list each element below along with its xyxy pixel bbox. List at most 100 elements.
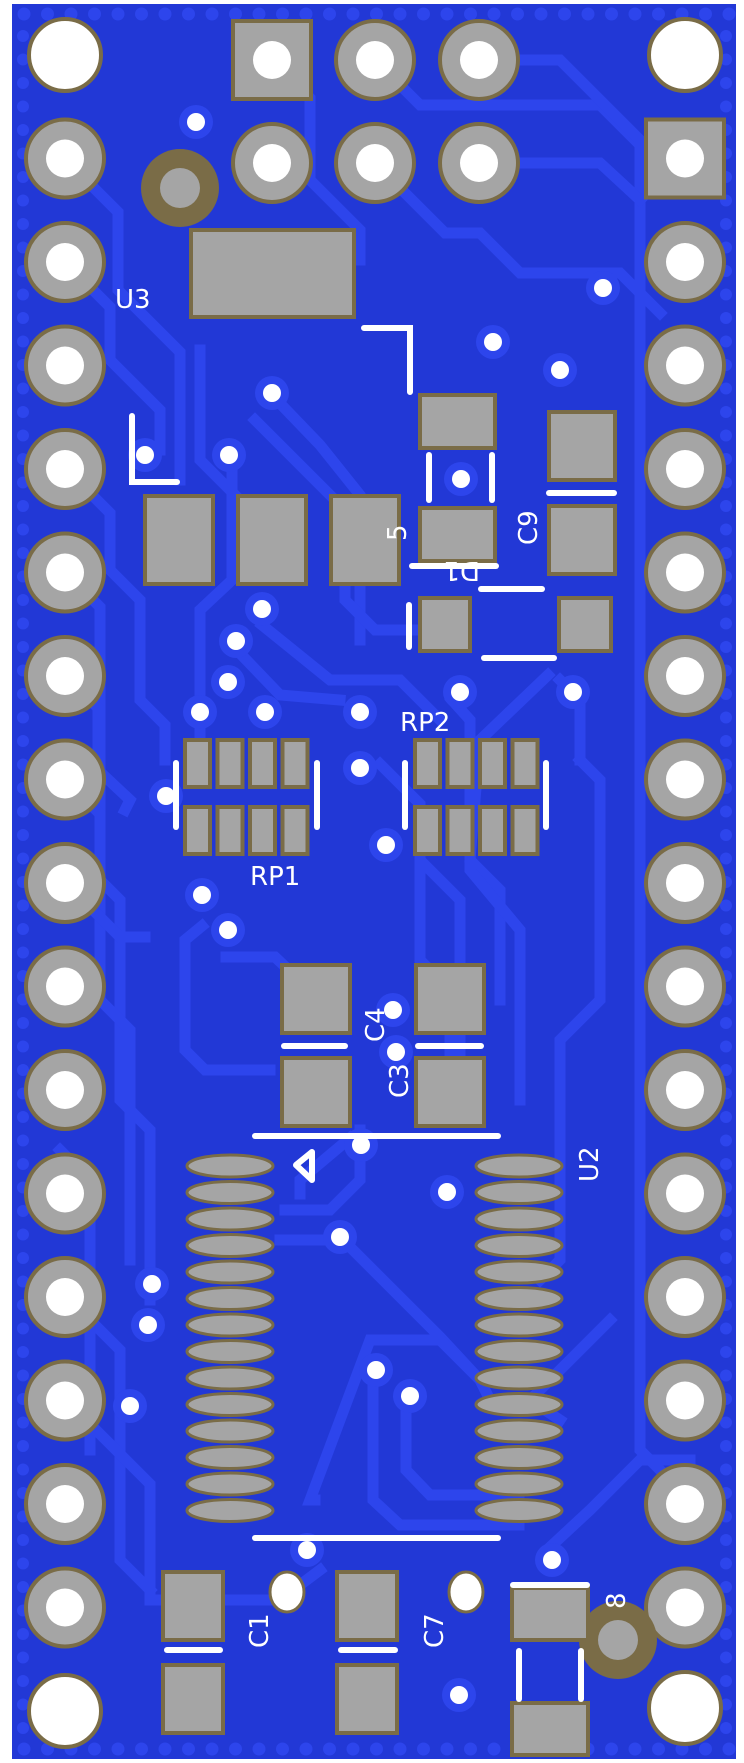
left-header-pin-drill [46,139,84,178]
u2-pad-right [474,1339,564,1364]
silkscreen-line [361,325,413,395]
trace [57,460,171,766]
silkscreen-labels: U3 D1 C9 5 RP2 RP1 C4 C3 U2 C1 C7 8 [115,285,632,1648]
u2-pad-right [474,1498,564,1523]
trace [179,918,276,1076]
left-header-pin-drill [46,657,84,695]
stitch-dot [135,7,148,21]
stitch-dot [323,7,336,21]
stitch-dot [720,594,732,606]
stitch-dot [720,429,732,442]
label-c9: C9 [514,510,544,545]
trace [400,1390,525,1501]
stitch-dot [628,1742,642,1756]
u2-pad-right [474,1445,564,1470]
stitch-dot [393,7,407,21]
stitch-dot [17,1228,29,1241]
via-drill [331,1228,349,1246]
rp1-pad [183,805,212,856]
stitch-dot [17,500,29,512]
stitch-dot [17,406,29,418]
stitch-dot [720,899,732,912]
stitch-dot [17,899,29,912]
trace [194,443,238,766]
stitch-dot [17,1742,31,1756]
silkscreen-layer [129,325,617,1702]
trace [532,752,606,1288]
stitch-dot [720,1369,732,1382]
c5-pad-2 [557,596,613,653]
stitch-dot [652,7,665,21]
stitch-dot [699,1742,712,1756]
stitch-dot [720,382,732,395]
left-header-pin-drill [46,346,84,385]
right-header-pin-drill [666,346,704,385]
stitch-dot [17,1698,29,1711]
c9-pad-2 [547,504,617,576]
stitch-dot [182,7,195,21]
label-rp2: RP2 [400,708,450,738]
label-c3: C3 [385,1063,415,1098]
c4-pad-2 [280,1056,352,1128]
stitch-dot [720,711,732,724]
test-point-center [160,168,200,208]
trace [57,254,166,456]
via-drill [594,279,612,297]
stitch-dot [720,312,732,324]
trace [367,1356,525,1531]
stitch-dot [17,335,29,348]
stitch-dot [720,53,732,66]
via-drill [187,113,205,131]
stitch-dot [346,7,360,21]
via-drill [219,921,237,939]
stitch-dot [276,1742,289,1756]
c3-pad-2 [414,1056,486,1128]
stitch-dot [720,1040,732,1053]
stitch-dot [720,1463,732,1476]
stitch-dot [720,1252,732,1264]
stitch-dot [17,1557,29,1570]
c8-pad-1 [510,1586,590,1642]
left-header-pin-drill [46,1485,84,1523]
c4-pad-1 [280,963,352,1035]
rp1-pad [215,805,245,856]
right-header-pin-drill [666,760,704,799]
u2-pad-left [185,1180,275,1205]
stitch-dot [720,523,732,536]
stitch-dot [720,852,732,865]
u3-pad-2 [236,494,308,586]
stitch-dot [17,594,29,606]
right-header-pin-drill [666,967,704,1006]
stitch-dot [17,1017,29,1029]
trace [57,564,156,1306]
rp1-pad [215,738,245,789]
via-drill [351,703,369,721]
rp1-pad [183,738,212,789]
stitch-dot [17,7,31,21]
u2-pad-right [474,1312,564,1338]
stitch-dot [511,7,524,21]
via-drill [564,683,582,701]
left-header-pin-drill [46,553,84,592]
stitch-dot [17,1534,29,1546]
via-drill [352,1136,370,1154]
via-drill [384,1001,402,1019]
label-c5-partial: 5 [383,524,413,541]
stitch-dot [205,1742,219,1756]
stitch-dot [17,688,29,700]
stitch-dot [17,218,29,230]
stitch-dot [17,1134,29,1147]
via-drill [438,1183,456,1201]
stitch-dot [276,7,289,21]
via-drill [219,673,237,691]
u2-pad-left [185,1392,275,1417]
stitch-dot [720,218,732,230]
c5-pad-1 [418,596,472,653]
stitch-dot [605,7,618,21]
stitch-dot [17,711,29,724]
trace [57,151,186,486]
u2-pad-right [474,1206,564,1232]
stitch-dot [17,429,29,442]
right-header-pin-drill [666,1071,704,1109]
rp1-pad [280,738,310,789]
